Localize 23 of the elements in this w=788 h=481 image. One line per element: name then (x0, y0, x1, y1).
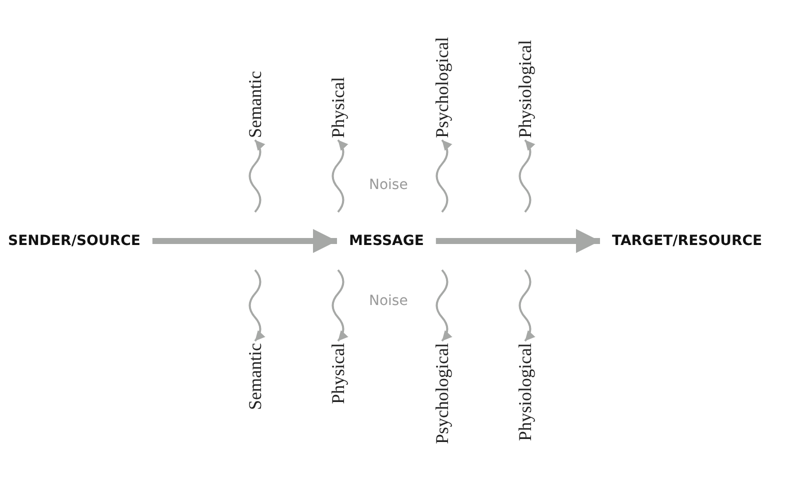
wavy-arrow (518, 269, 536, 342)
wavy-arrow (332, 139, 348, 213)
noise-label: Noise (369, 177, 408, 193)
noise-type-label: Physiological (515, 343, 535, 441)
noise-type-label: Psychological (432, 37, 452, 138)
noise-type-label: Physical (328, 343, 348, 404)
wavy-arrow (248, 139, 266, 213)
wavy-arrow (436, 269, 452, 342)
noise-label: Noise (369, 293, 408, 309)
stage-label: MESSAGE (349, 232, 424, 250)
stage-label: TARGET/RESOURCE (612, 232, 762, 250)
noise-type-label: Semantic (245, 71, 265, 138)
noise-type-label: Physiological (515, 40, 535, 138)
noise-type-label: Physical (328, 77, 348, 138)
wavy-arrow (436, 139, 452, 213)
arrow (152, 229, 337, 253)
noise-type-label: Semantic (245, 343, 265, 410)
noise-type-label: Psychological (432, 343, 452, 444)
wavy-arrow (518, 139, 536, 213)
wavy-arrow (332, 269, 348, 342)
arrow (436, 229, 600, 253)
wavy-arrow (248, 269, 266, 342)
stage-label: SENDER/SOURCE (8, 232, 140, 250)
